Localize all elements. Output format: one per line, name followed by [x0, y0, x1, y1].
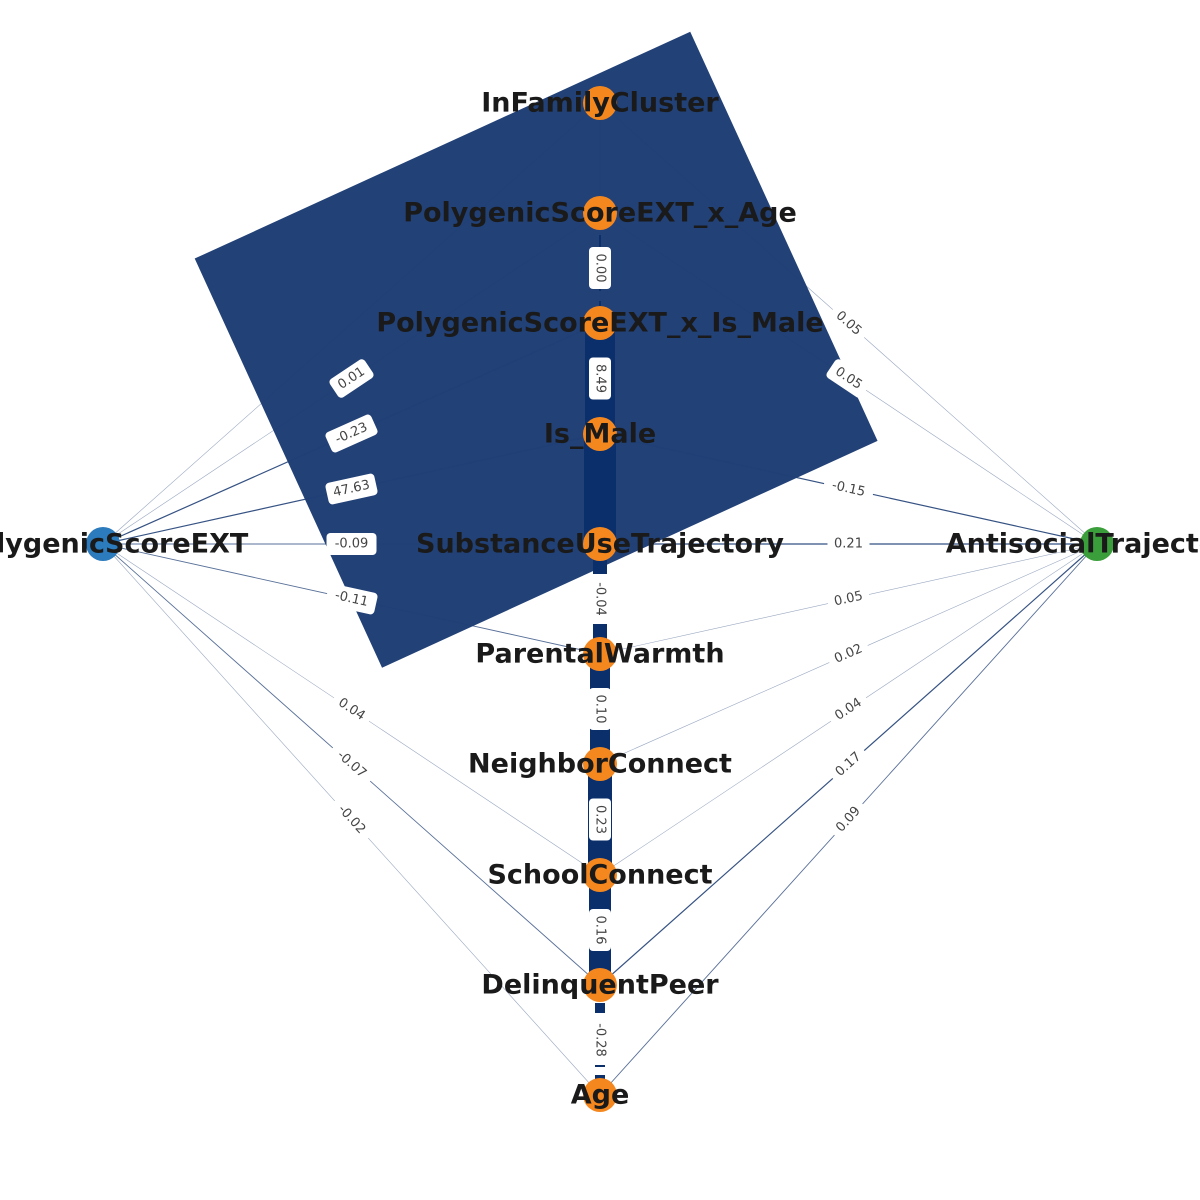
edge-label-polygenicscoreext-to-parentalwarmth: -0.11 — [325, 583, 378, 615]
edge-weight-text: 8.49 — [593, 364, 608, 393]
edge-weight-text: -0.11 — [333, 588, 369, 610]
node-is-male — [583, 417, 617, 451]
node-schoolconnect — [583, 858, 617, 892]
edge-label-polygenicscoreext-to-age: -0.02 — [328, 795, 375, 844]
node-substanceusetrajectory — [583, 527, 617, 561]
edge-label-background — [589, 1015, 611, 1065]
node-label-age: Age — [571, 1080, 630, 1111]
edge-label-background — [325, 583, 378, 615]
edge-label-background — [589, 357, 611, 400]
edge-weight-text: 0.23 — [593, 805, 608, 834]
edge-label-delinquentpeer-to-antisocialtrajectory: 0.17 — [827, 743, 870, 786]
edge-weight-text: -0.28 — [593, 1023, 608, 1057]
overlay-box — [194, 31, 878, 668]
edge-label-parentalwarmth-to-neighborconnect: 0.10 — [589, 688, 611, 730]
edge-label-polygenicscoreext-to-delinquentpeer: -0.07 — [327, 741, 376, 788]
edge-label-background — [589, 574, 611, 624]
node-labels-layer: InFamilyClusterPolygenicScoreEXT_x_AgePo… — [0, 88, 1200, 1111]
edge-label-background — [589, 247, 611, 289]
edge-polygenicscoreext-to-infamilycluster — [102, 102, 601, 545]
edge-label-background — [826, 359, 871, 398]
node-label-is-male: Is_Male — [544, 419, 656, 450]
node-delinquentpeer — [583, 968, 617, 1002]
edge-label-polygenicscoreext-x-is-male-to-is-male: 8.49 — [589, 357, 611, 400]
edge-label-background — [826, 690, 871, 729]
node-label-schoolconnect: SchoolConnect — [487, 860, 712, 891]
edge-label-polygenicscoreext-to-polygenicscoreext-x-age: 0.01 — [329, 359, 374, 398]
edge-label-background — [325, 414, 378, 453]
edge-label-background — [589, 688, 611, 730]
edge-label-polygenicscoreext-to-schoolconnect: 0.04 — [329, 690, 374, 729]
edge-label-background — [589, 909, 611, 951]
edge-weight-text: -0.04 — [593, 582, 608, 616]
edge-label-age-to-antisocialtrajectory: 0.09 — [827, 798, 870, 841]
edge-weight-text: -0.09 — [335, 537, 369, 552]
node-label-polygenicscoreext-x-is-male: PolygenicScoreEXT_x_Is_Male — [376, 308, 823, 339]
edge-label-background — [329, 359, 374, 398]
node-label-polygenicscoreext: PolygenicScoreEXT — [0, 529, 249, 560]
edge-label-background — [328, 795, 375, 844]
edge-label-background — [827, 533, 870, 555]
edge-label-substanceusetrajectory-to-parentalwarmth: -0.04 — [589, 574, 611, 624]
edge-label-background — [827, 743, 870, 786]
edge-label-background — [827, 798, 870, 841]
edge-label-schoolconnect-to-delinquentpeer: 0.16 — [589, 909, 611, 951]
edge-label-parentalwarmth-to-antisocialtrajectory: 0.05 — [826, 584, 871, 614]
edge-label-schoolconnect-to-antisocialtrajectory: 0.04 — [826, 690, 871, 729]
edge-weight-text: 0.21 — [834, 537, 863, 552]
edge-label-substanceusetrajectory-to-antisocialtrajectory: 0.21 — [827, 533, 870, 555]
node-label-parentalwarmth: ParentalWarmth — [475, 639, 724, 670]
edge-label-neighborconnect-to-schoolconnect: 0.23 — [589, 798, 611, 841]
edge-label-background — [327, 741, 376, 788]
node-polygenicscoreext-x-age — [583, 196, 617, 230]
node-label-substanceusetrajectory: SubstanceUseTrajectory — [416, 529, 784, 560]
edge-weight-text: 0.16 — [593, 916, 608, 945]
node-label-neighborconnect: NeighborConnect — [468, 749, 732, 780]
node-neighborconnect — [583, 747, 617, 781]
edge-label-is-male-to-antisocialtrajectory: -0.15 — [822, 473, 875, 505]
edge-label-polygenicscoreext-to-is-male: 47.63 — [325, 473, 378, 505]
node-label-antisocialtrajectory: AntisocialTrajectory — [946, 529, 1200, 560]
node-polygenicscoreext — [86, 527, 120, 561]
node-polygenicscoreext-x-is-male — [583, 306, 617, 340]
edge-label-background — [822, 473, 875, 505]
node-label-delinquentpeer: DelinquentPeer — [481, 970, 719, 1001]
edge-label-polygenicscoreext-x-age-to-polygenicscoreext-x-is-male: 0.00 — [589, 247, 611, 289]
edge-label-delinquentpeer-to-age: -0.28 — [589, 1015, 611, 1065]
edge-label-polygenicscoreext-to-substanceusetrajectory: -0.09 — [326, 533, 377, 555]
edge-label-neighborconnect-to-antisocialtrajectory: 0.02 — [826, 636, 871, 672]
edge-weight-text: 0.10 — [593, 695, 608, 724]
edge-weight-text: -0.15 — [830, 478, 866, 500]
edge-label-background — [826, 636, 871, 672]
node-antisocialtrajectory — [1080, 527, 1114, 561]
edge-label-background — [325, 473, 378, 505]
edge-label-background — [826, 584, 871, 614]
edge-labels-layer: 0.00 8.49 -0.04 0.10 0.23 0.16 -0.28 0.05 0.05 -0… — [325, 247, 875, 1065]
nodes-layer — [86, 86, 1114, 1112]
edge-weight-text: 0.05 — [833, 589, 865, 610]
node-label-infamilycluster: InFamilyCluster — [481, 88, 719, 119]
edge-label-infamilycluster-to-antisocialtrajectory: 0.05 — [827, 302, 870, 345]
edge-label-background — [329, 690, 374, 729]
node-infamilycluster — [583, 86, 617, 120]
edge-weight-text: 0.00 — [593, 254, 608, 283]
edge-label-background — [827, 302, 870, 345]
node-label-polygenicscoreext-x-age: PolygenicScoreEXT_x_Age — [403, 198, 797, 229]
edge-label-background — [326, 533, 377, 555]
node-parentalwarmth — [583, 637, 617, 671]
node-age — [583, 1078, 617, 1112]
edge-label-background — [589, 798, 611, 841]
